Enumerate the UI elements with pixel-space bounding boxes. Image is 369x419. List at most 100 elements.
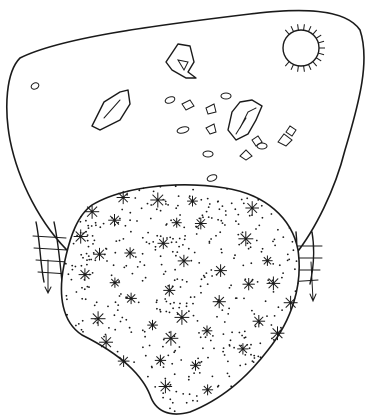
stipple-dot <box>188 379 190 381</box>
stipple-dot <box>273 339 275 341</box>
stipple-dot <box>167 355 169 357</box>
stipple-dot <box>117 309 119 311</box>
stipple-dot <box>80 254 82 256</box>
stipple-dot <box>294 268 296 270</box>
stipple-dot <box>281 309 283 311</box>
stipple-dot <box>164 298 166 300</box>
stipple-dot <box>148 243 150 245</box>
stipple-dot <box>189 393 191 395</box>
stipple-dot <box>141 207 143 209</box>
star-crystal <box>190 360 201 371</box>
stipple-dot <box>194 252 196 254</box>
stipple-dot <box>119 295 121 297</box>
stipple-dot <box>170 384 172 386</box>
stipple-dot <box>201 361 203 363</box>
stipple-dot <box>139 261 141 263</box>
stipple-dot <box>103 223 105 225</box>
star-crystal <box>243 278 255 290</box>
stipple-dot <box>115 301 117 303</box>
stipple-dot <box>66 314 68 316</box>
stipple-dot <box>224 224 226 226</box>
stipple-dot <box>180 359 182 361</box>
stipple-dot <box>137 266 139 268</box>
star-crystal <box>238 231 253 246</box>
stipple-dot <box>274 315 276 317</box>
stipple-dot <box>223 333 225 335</box>
stipple-dot <box>249 215 251 217</box>
stipple-dot <box>113 264 115 266</box>
stipple-dot <box>220 248 222 250</box>
stipple-dot <box>175 185 177 187</box>
stipple-dot <box>194 296 196 298</box>
star-crystal <box>253 315 266 327</box>
stipple-dot <box>87 286 89 288</box>
stipple-dot <box>162 346 164 348</box>
stipple-dot <box>173 351 175 353</box>
stipple-dot <box>178 307 180 309</box>
stipple-dot <box>138 302 140 304</box>
stipple-dot <box>210 238 212 240</box>
stipple-dot <box>244 354 246 356</box>
stipple-dot <box>272 241 274 243</box>
stipple-dot <box>90 259 92 261</box>
stipple-dot <box>173 302 175 304</box>
stipple-dot <box>189 195 191 197</box>
stipple-dot <box>175 207 177 209</box>
stipple-dot <box>261 205 263 207</box>
stipple-dot <box>282 236 284 238</box>
stipple-dot <box>129 212 131 214</box>
stipple-dot <box>198 262 200 264</box>
stipple-dot <box>160 186 162 188</box>
stipple-dot <box>133 361 135 363</box>
stipple-dot <box>243 298 245 300</box>
star-crystal <box>202 384 213 395</box>
stipple-dot <box>71 265 73 267</box>
stipple-dot <box>182 279 184 281</box>
star-crystal <box>110 278 120 288</box>
stipple-dot <box>72 269 74 271</box>
stipple-dot <box>209 242 211 244</box>
stipple-dot <box>117 351 119 353</box>
stipple-dot <box>221 309 223 311</box>
stipple-dot <box>86 259 88 261</box>
stipple-dot <box>260 356 262 358</box>
stipple-dot <box>64 262 66 264</box>
stipple-dot <box>274 239 276 241</box>
stipple-dot <box>147 232 149 234</box>
stipple-dot <box>169 398 171 400</box>
stipple-dot <box>178 195 180 197</box>
stipple-dot <box>271 324 273 326</box>
stipple-dot <box>86 264 88 266</box>
stipple-dot <box>224 321 226 323</box>
star-crystal <box>267 277 281 291</box>
stipple-dot <box>129 219 131 221</box>
star-crystal <box>158 238 170 250</box>
stipple-dot <box>143 187 145 189</box>
stipple-dot <box>174 279 176 281</box>
stipple-dot <box>221 252 223 254</box>
stipple-dot <box>228 376 230 378</box>
stipple-dot <box>234 254 236 256</box>
stipple-dot <box>249 347 251 349</box>
stipple-dot <box>255 228 257 230</box>
stipple-dot <box>179 346 181 348</box>
star-crystal <box>195 218 207 230</box>
stipple-dot <box>289 227 291 229</box>
stipple-dot <box>183 227 185 229</box>
stipple-dot <box>242 265 244 267</box>
stipple-dot <box>219 208 221 210</box>
stipple-dot <box>135 256 137 258</box>
star-crystal <box>237 343 248 354</box>
star-crystal <box>164 331 179 346</box>
stipple-dot <box>119 240 121 242</box>
stipple-dot <box>292 241 294 243</box>
stipple-dot <box>103 336 105 338</box>
stipple-dot <box>174 373 176 375</box>
stipple-dot <box>188 310 190 312</box>
stipple-dot <box>92 235 94 237</box>
stipple-dot <box>170 219 172 221</box>
stipple-dot <box>192 303 194 305</box>
arrow-left <box>45 260 51 293</box>
star-crystal <box>163 284 175 296</box>
